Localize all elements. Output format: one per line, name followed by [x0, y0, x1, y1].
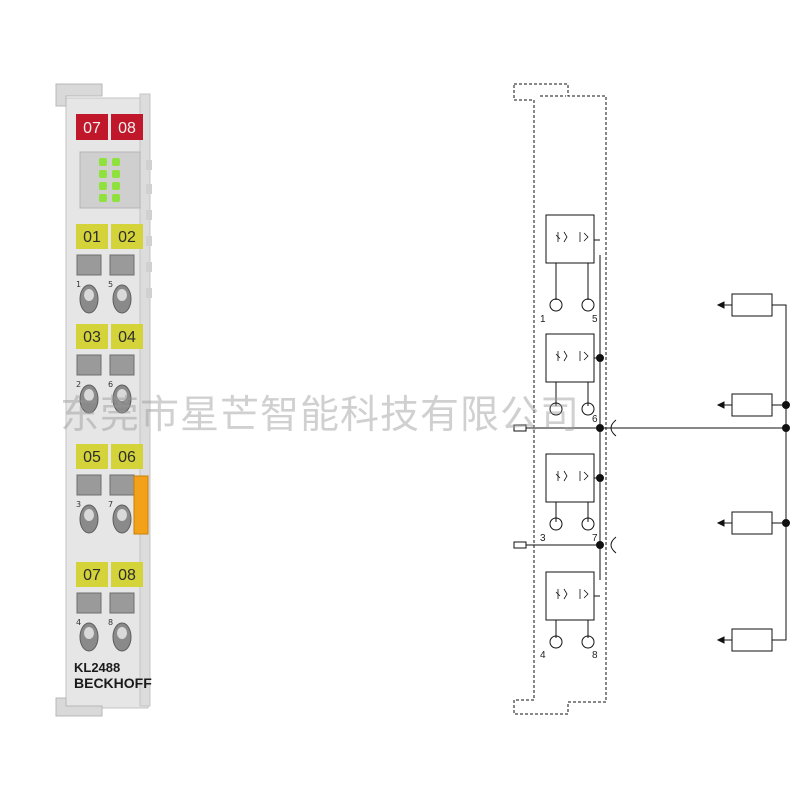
top-label-left — [76, 114, 108, 140]
spring-slot[interactable] — [109, 354, 135, 376]
terminal-circle — [549, 298, 563, 312]
channel-block-4: 07 08 4 8 — [76, 562, 143, 652]
terminal-circle — [581, 402, 595, 416]
terminal-circle — [549, 402, 563, 416]
led-7 — [99, 194, 107, 202]
channel-block-1: 01 02 1 5 — [76, 224, 143, 314]
junction-dot — [782, 424, 790, 432]
pin-number: 1 — [76, 280, 81, 289]
load-resistor-2 — [731, 393, 773, 417]
led-1 — [99, 158, 107, 166]
side-tabs — [146, 160, 152, 298]
pin-number: 4 — [76, 618, 81, 627]
junction-dot — [596, 474, 604, 482]
led-window — [79, 151, 141, 209]
load-bus — [772, 304, 787, 641]
load-resistor-3 — [731, 511, 773, 535]
pin-number: 2 — [76, 380, 81, 389]
spring-slot[interactable] — [109, 254, 135, 276]
terminal-circle — [581, 298, 595, 312]
diagram-pin: 4 — [540, 650, 546, 661]
junction-dot — [596, 354, 604, 362]
optocoupler-1 — [545, 214, 595, 264]
side-tab — [146, 184, 152, 194]
optocoupler-4 — [545, 571, 595, 621]
optocoupler-2 — [545, 333, 595, 383]
pin-number: 5 — [108, 280, 113, 289]
diagram-pin: 3 — [540, 533, 546, 544]
led-array — [99, 158, 120, 202]
spring-slot[interactable] — [76, 474, 102, 496]
brand-logo-text: BECKHOFF — [74, 675, 152, 691]
channel-label: 02 — [118, 229, 136, 246]
leads — [555, 263, 589, 638]
channel-label: 01 — [83, 229, 101, 246]
diagram-pin: 7 — [592, 533, 598, 544]
terminal-circle — [549, 517, 563, 531]
spring-slot[interactable] — [109, 592, 135, 614]
diagram-pin-labels: 1 5 6 3 7 4 8 — [540, 314, 598, 661]
right-rail — [139, 93, 151, 707]
pin-number: 8 — [108, 618, 113, 627]
power-contact — [513, 541, 527, 549]
channel-label: 03 — [83, 329, 101, 346]
side-tab — [146, 236, 152, 246]
side-tab — [146, 262, 152, 272]
pin-number: 7 — [108, 500, 113, 509]
power-contact — [513, 424, 527, 432]
channel-block-3: 05 06 3 7 — [76, 444, 143, 534]
load-resistor-1 — [731, 293, 773, 317]
load-wiring — [600, 293, 790, 652]
diagram-pin: 5 — [592, 314, 598, 325]
top-label-right — [111, 114, 143, 140]
channel-label: 05 — [83, 449, 101, 466]
channel-label: 07 — [83, 567, 101, 584]
optocoupler-3 — [545, 453, 595, 503]
channel-label: 08 — [118, 567, 136, 584]
channel-block-2: 03 04 2 6 — [76, 324, 143, 414]
pin-number: 3 — [76, 500, 81, 509]
diagram-pin: 6 — [592, 414, 598, 425]
terminal-circle — [581, 635, 595, 649]
model-number: KL2488 — [74, 660, 120, 675]
bottom-latch — [55, 697, 103, 717]
side-tab — [146, 160, 152, 170]
terminal-module: 07 08 01 02 — [55, 83, 152, 717]
channel-label: 06 — [118, 449, 136, 466]
top-label-left-text: 07 — [83, 120, 101, 137]
load-resistor-4 — [731, 628, 773, 652]
junction-dot — [782, 401, 790, 409]
junction-dot — [782, 519, 790, 527]
watermark-text: 东莞市星芒智能科技有限公司 — [60, 393, 581, 438]
arrow-icon — [716, 301, 725, 644]
spring-slot[interactable] — [109, 474, 135, 496]
spring-slot[interactable] — [76, 354, 102, 376]
side-tab — [146, 288, 152, 298]
led-8 — [112, 194, 120, 202]
led-4 — [112, 170, 120, 178]
top-latch — [55, 83, 103, 107]
led-3 — [99, 170, 107, 178]
diagram-pin: 8 — [592, 650, 598, 661]
terminal-circle — [581, 517, 595, 531]
side-tab — [146, 210, 152, 220]
opto-symbols — [555, 231, 589, 600]
diagram-pin: 1 — [540, 314, 546, 325]
terminal-circle — [549, 635, 563, 649]
spring-slot[interactable] — [76, 254, 102, 276]
led-5 — [99, 182, 107, 190]
led-6 — [112, 182, 120, 190]
led-2 — [112, 158, 120, 166]
top-label-right-text: 08 — [118, 120, 136, 137]
orange-release-tab[interactable] — [133, 475, 149, 535]
contact-spring — [610, 536, 617, 554]
connection-diagram — [513, 83, 617, 715]
pin-number: 6 — [108, 380, 113, 389]
spring-slot[interactable] — [76, 592, 102, 614]
channel-label: 04 — [118, 329, 136, 346]
